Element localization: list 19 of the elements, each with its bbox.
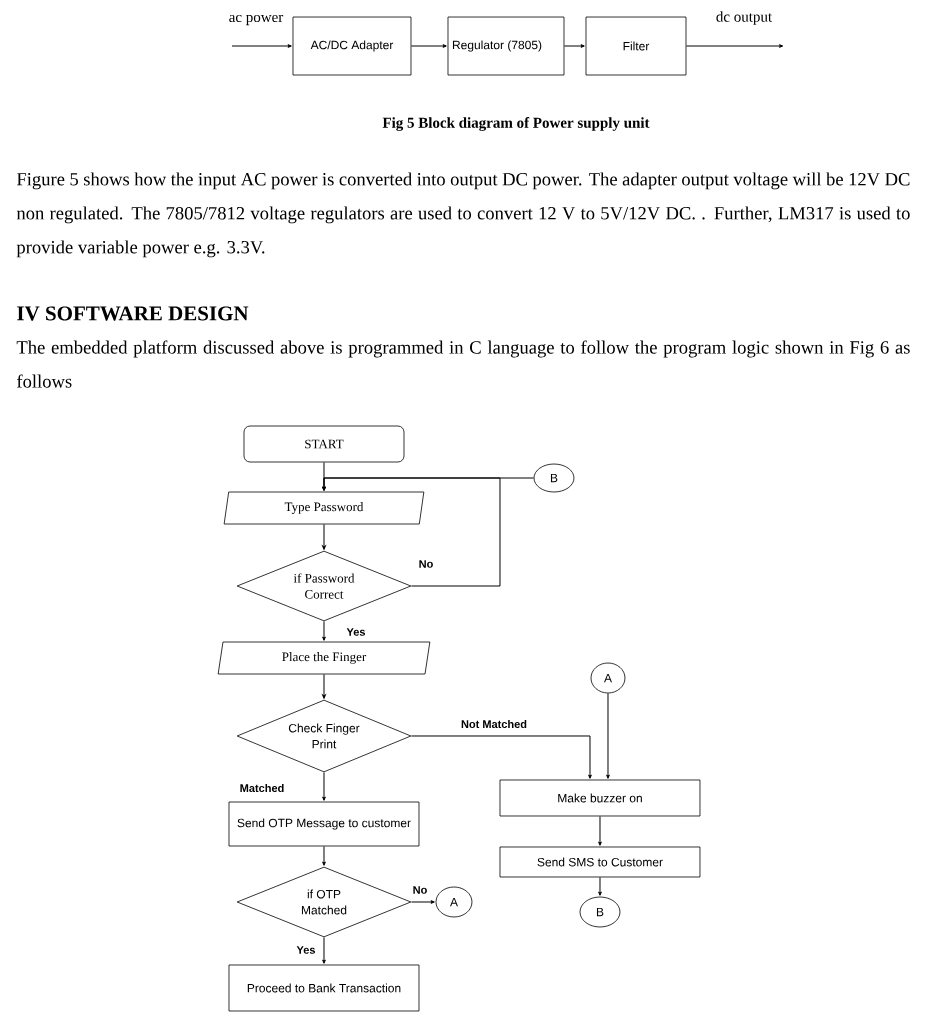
arrow xyxy=(598,815,602,846)
arrow xyxy=(598,876,602,896)
arrow xyxy=(322,673,326,699)
arrow xyxy=(322,523,326,550)
section-heading: IV SOFTWARE DESIGN xyxy=(17,306,249,321)
arrow xyxy=(685,44,784,48)
paragraph: Figure 5 shows how the input AC power is converted into output DC power. The adapter output voltage will be 12V DC non regulated. The 7805/7812 voltage regulators are used to convert 12 V to 5V/12V DC. . Further, LM317 is used to provide variable power e.g. 3.3V. xyxy=(16,172,910,258)
arrow xyxy=(322,936,326,964)
arrow xyxy=(606,692,610,779)
arrow xyxy=(322,477,535,491)
arrow xyxy=(563,44,585,48)
arrow xyxy=(231,44,292,48)
arrow xyxy=(322,620,326,641)
paragraph: The embedded platform discussed above is programmed in C language to follow the program logic shown in Fig 6 as follows xyxy=(16,340,910,388)
arrow xyxy=(322,845,326,866)
arrow xyxy=(322,771,326,801)
arrow xyxy=(410,44,447,48)
arrow xyxy=(410,900,435,904)
arrow xyxy=(410,735,592,779)
